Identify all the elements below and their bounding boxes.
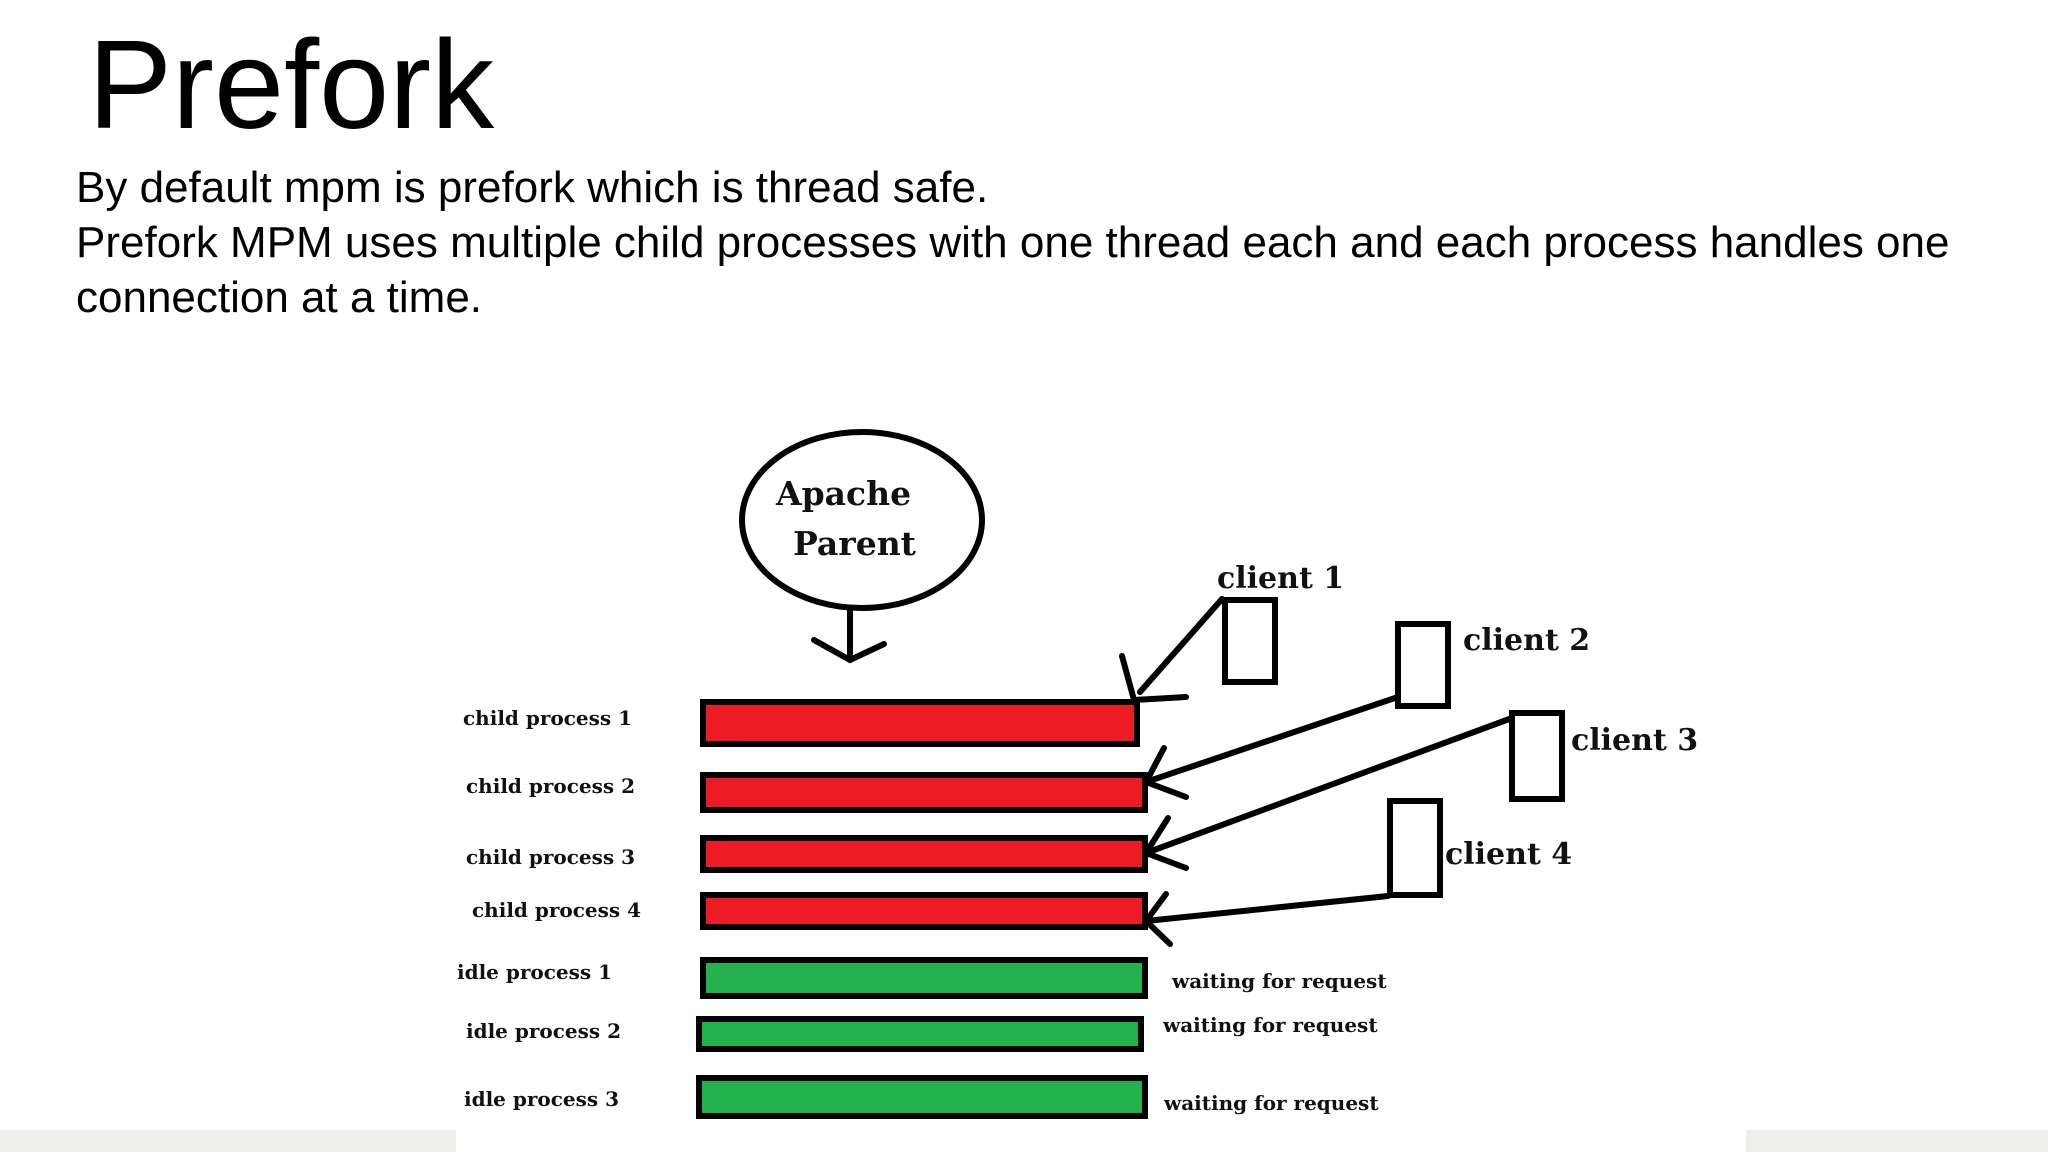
client-label: client 4 <box>1445 837 1572 872</box>
busy-process-2: child process 2 <box>466 772 1148 813</box>
process-bar <box>700 957 1148 999</box>
process-bar <box>696 1016 1144 1052</box>
slide-description: By default mpm is prefork which is threa… <box>76 160 1976 325</box>
description-line-1: By default mpm is prefork which is threa… <box>76 163 989 212</box>
parent-circle <box>739 429 985 611</box>
process-bar <box>700 835 1148 873</box>
description-line-2: Prefork MPM uses multiple child processe… <box>76 218 1950 322</box>
process-label: child process 4 <box>472 898 641 922</box>
client-box <box>1222 597 1278 685</box>
client-box <box>1387 798 1443 898</box>
client-box <box>1509 710 1565 802</box>
client-4: client 4 <box>1387 798 1572 898</box>
client-box <box>1395 621 1451 709</box>
idle-process-1: idle process 1 waiting for request <box>457 957 1387 999</box>
arrow-client-1-to-child-1 <box>1119 596 1225 703</box>
client-2: client 2 <box>1395 621 1590 709</box>
arrow-client-2-to-child-2 <box>1143 694 1401 800</box>
idle-process-3: idle process 3 waiting for request <box>464 1075 1379 1119</box>
slide-title: Prefork <box>88 14 495 155</box>
client-label: client 1 <box>1217 561 1344 596</box>
parent-label-line-2: Parent <box>793 524 917 563</box>
process-bar <box>700 772 1148 813</box>
busy-process-3: child process 3 <box>466 835 1148 873</box>
process-label: child process 1 <box>463 706 632 730</box>
client-label: client 2 <box>1463 623 1590 658</box>
client-1: client 1 <box>1217 561 1344 685</box>
arrow-client-3-to-child-3 <box>1143 715 1515 871</box>
parent-down-arrow <box>811 605 887 664</box>
process-status-note: waiting for request <box>1163 1091 1379 1115</box>
process-bar <box>700 892 1148 930</box>
connection-arrows <box>1119 596 1515 947</box>
busy-process-1: child process 1 <box>463 699 1140 747</box>
process-status-note: waiting for request <box>1171 969 1387 993</box>
idle-process-2: idle process 2 waiting for request <box>466 1013 1378 1052</box>
busy-process-4: child process 4 <box>472 892 1148 930</box>
parent-label-line-1: Apache <box>775 474 911 513</box>
process-label: idle process 3 <box>464 1087 619 1111</box>
client-label: client 3 <box>1571 723 1698 758</box>
apache-parent-node: Apache Parent <box>739 429 985 611</box>
process-label: child process 2 <box>466 774 635 798</box>
process-label: idle process 1 <box>457 960 612 984</box>
process-bar <box>700 699 1140 747</box>
process-status-note: waiting for request <box>1162 1013 1378 1037</box>
process-bar <box>696 1075 1148 1119</box>
process-label: child process 3 <box>466 845 635 869</box>
arrow-client-4-to-child-4 <box>1143 891 1391 947</box>
process-label: idle process 2 <box>466 1019 621 1043</box>
client-3: client 3 <box>1509 710 1698 802</box>
